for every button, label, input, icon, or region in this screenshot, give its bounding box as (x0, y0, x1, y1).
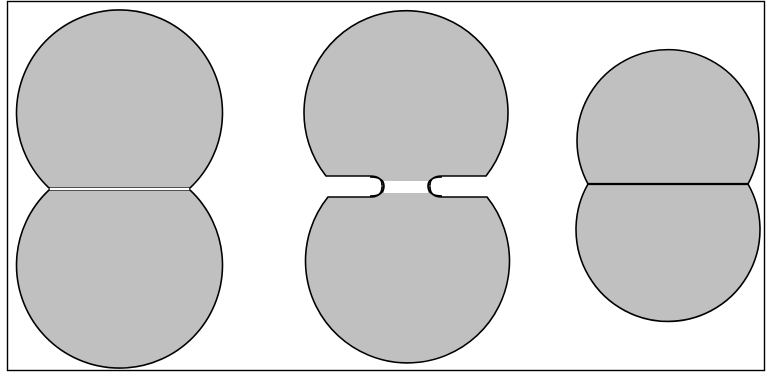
cell-bottom-1 (16, 190, 222, 368)
cell-top-1 (16, 10, 222, 188)
cell-bottom-2 (306, 187, 510, 363)
cell-top-3 (577, 50, 759, 184)
panel-merged-pair (16, 10, 222, 368)
cell-bottom-3 (576, 184, 760, 321)
gap-neck-2 (384, 181, 428, 193)
panel-merged-pair-dark (576, 50, 760, 322)
panel-separated-pair (304, 11, 509, 363)
cell-top-2 (304, 11, 508, 185)
